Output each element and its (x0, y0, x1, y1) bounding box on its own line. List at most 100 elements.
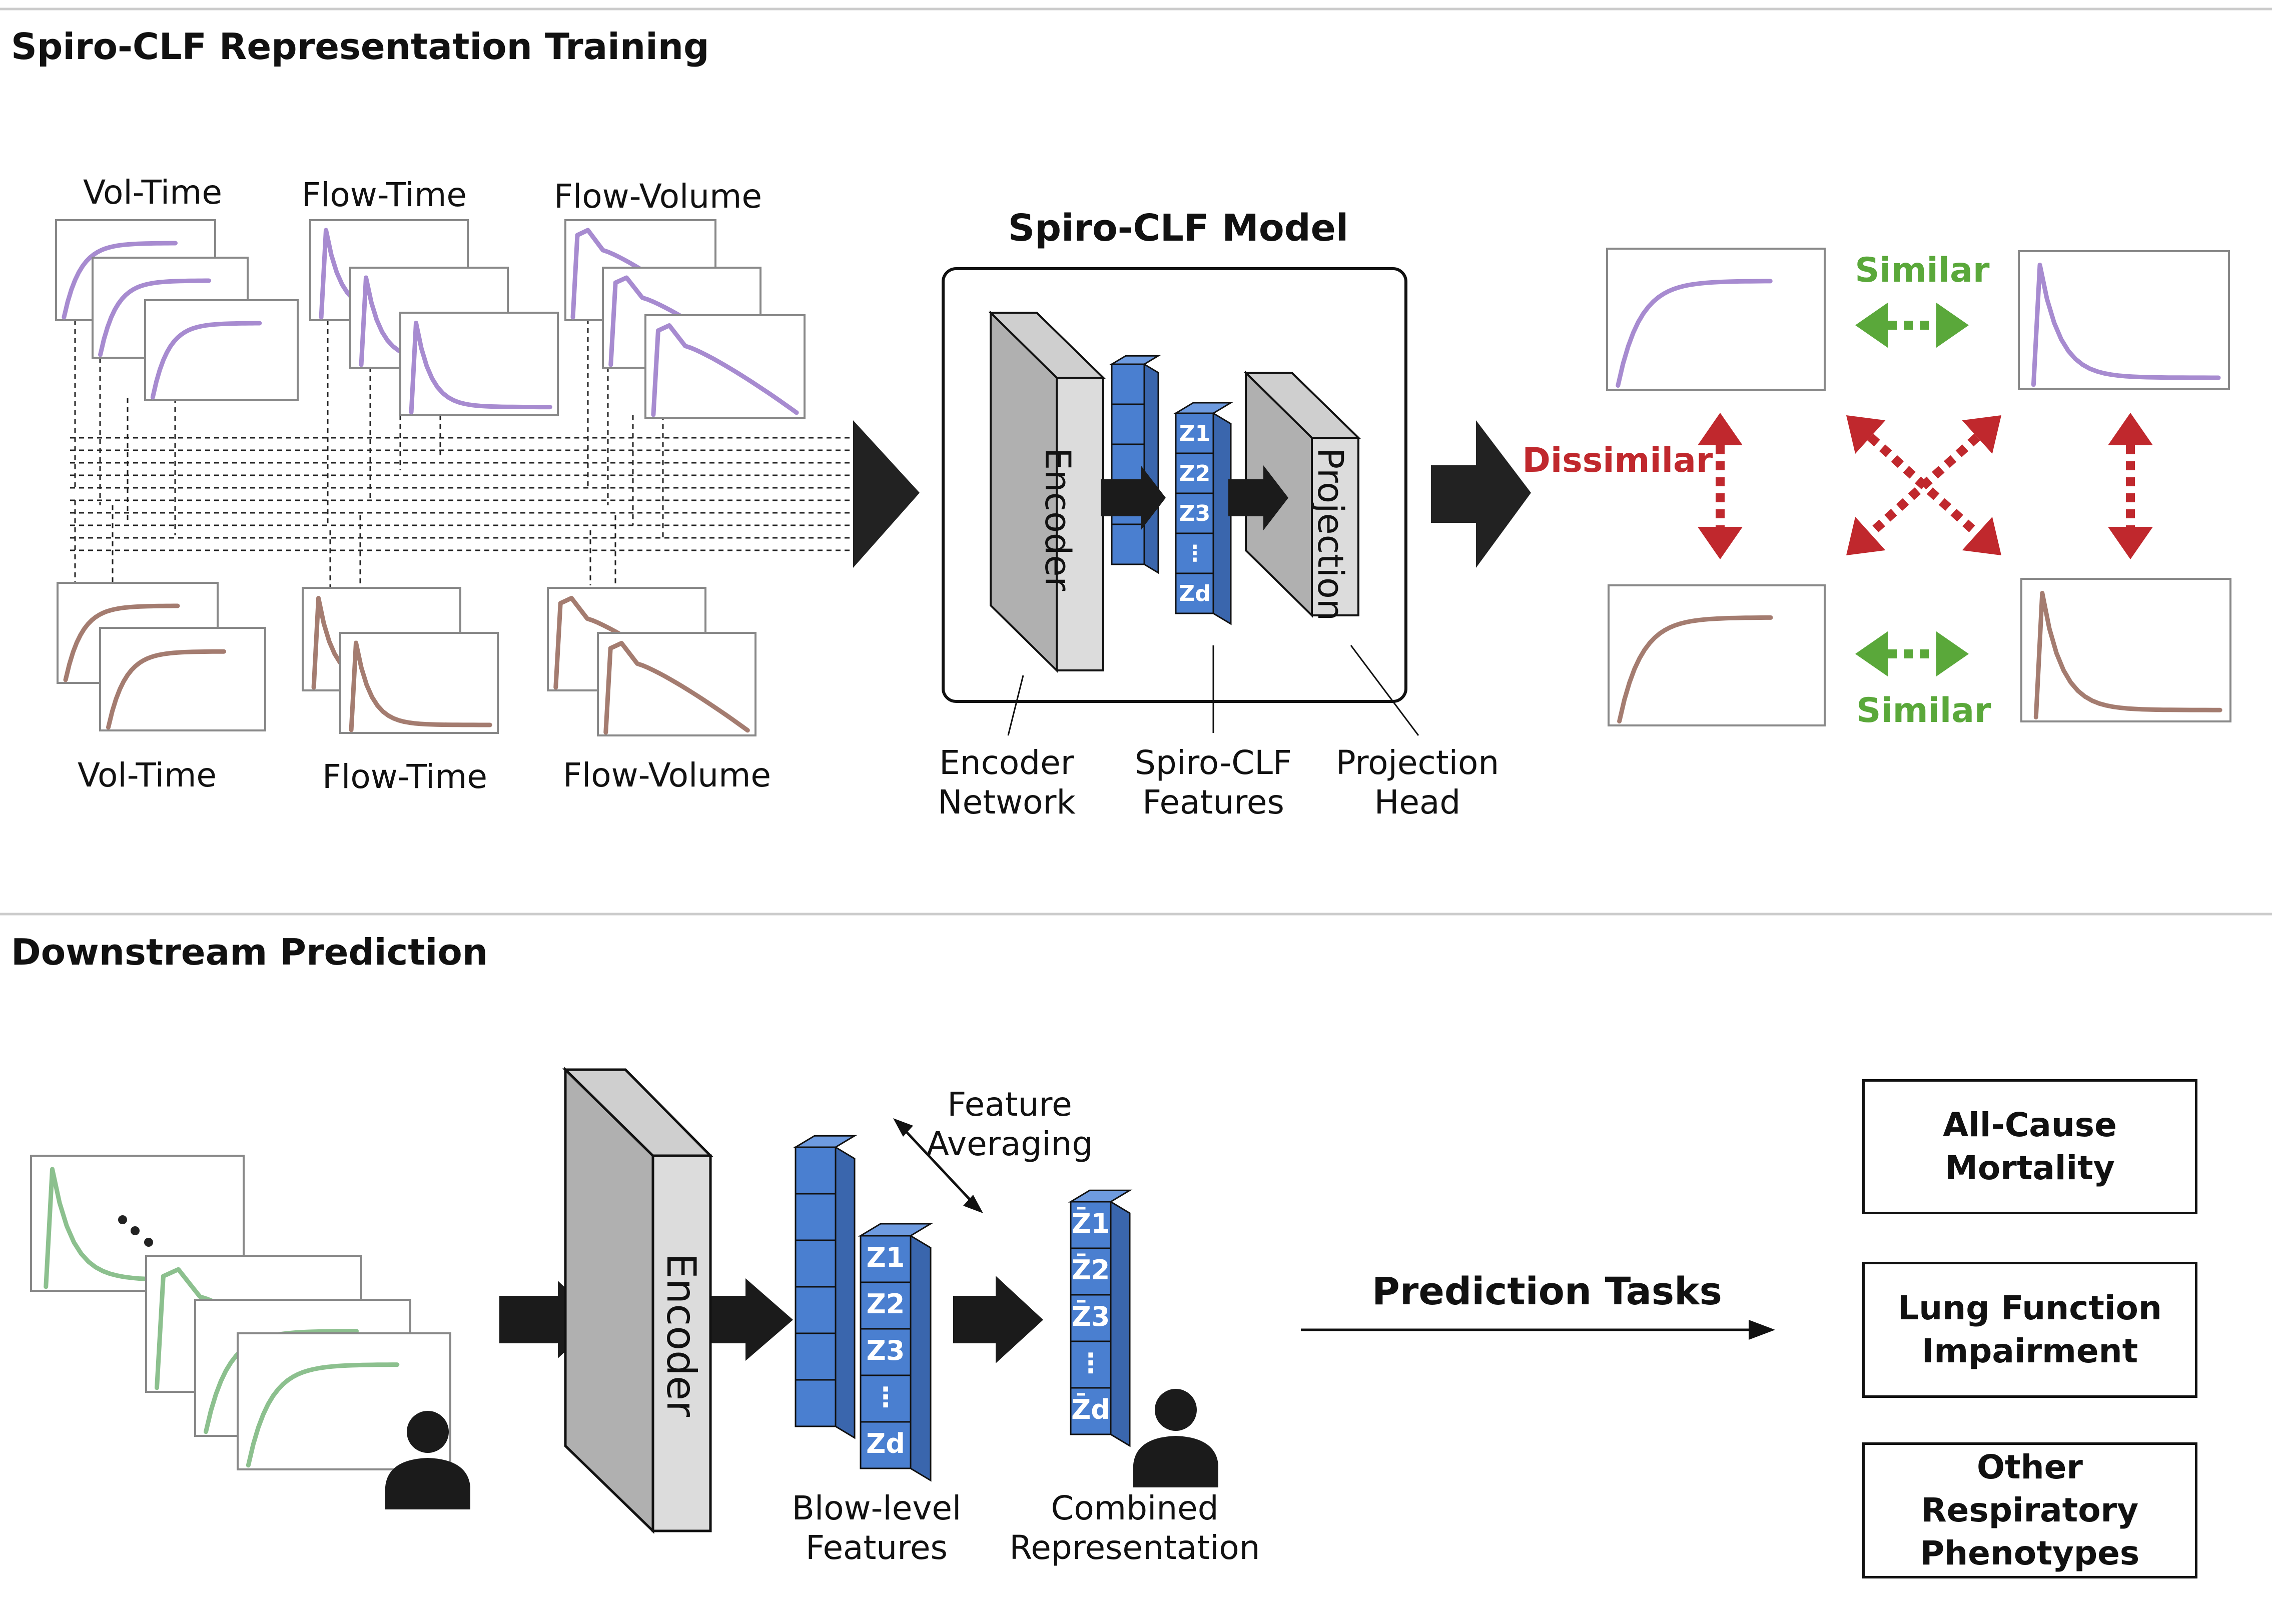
train-feature-back-top (1109, 355, 1161, 365)
down-arrow-3 (953, 1276, 1043, 1363)
contrast-voltime-brown-frame (1608, 584, 1826, 726)
plot-voltime-3-curve (150, 321, 262, 400)
train-feature-symbol-4: Zd (1179, 581, 1210, 606)
feature-averaging-label: Feature Averaging (926, 1085, 1093, 1164)
dissimilar-arrow-right-head-b (2108, 527, 2153, 559)
input-label-vol-time-bottom: Vol-Time (77, 756, 217, 794)
down-person-2-body (1133, 1436, 1218, 1487)
contrast-flowtime-purple-curve (2031, 263, 2221, 387)
dissimilar-label: Dissimilar (1522, 441, 1713, 480)
projection-leader (1350, 645, 1419, 736)
train-feature-back-cell-4 (1111, 523, 1145, 565)
input-arrow-head (853, 420, 920, 568)
train-feature-back-cell-2 (1111, 443, 1145, 485)
down-feature-back-cell-0 (795, 1146, 837, 1195)
down-feature-symbol-2: Z3 (867, 1335, 905, 1366)
input-label-flow-volume-bottom: Flow-Volume (562, 756, 772, 794)
plot-flowtime-b2-frame (339, 632, 499, 734)
plot-flowtime-3-curve (409, 321, 552, 415)
similar-arrow-bottom-head-b (1936, 631, 1969, 676)
dissimilar-arrow-diag-2-head-b (1846, 517, 1886, 555)
contrast-voltime-brown-curve (1617, 615, 1773, 724)
down-combined-symbol-1: Z̄2 (1072, 1254, 1110, 1286)
down-ellipsis-dot-2 (144, 1238, 153, 1247)
down-feature-back-cell-4 (795, 1332, 837, 1381)
dissimilar-arrow-diag-1-head-a (1846, 415, 1886, 454)
encoder-network-label: Encoder Network (938, 743, 1076, 822)
task-other-respiratory-phenotypes: Other Respiratory Phenotypes (1862, 1442, 2197, 1578)
spiro-clf-features-label: Spiro-CLF Features (1134, 743, 1292, 822)
plot-voltime-b2-curve (106, 649, 226, 730)
input-label-flow-time-bottom: Flow-Time (322, 757, 487, 796)
plot-flowtime-b2-curve (349, 640, 492, 732)
down-feature-symbol-4: Zd (866, 1428, 905, 1459)
down-plot-4-frame (237, 1332, 451, 1470)
plot-flowvol-b2-curve (603, 641, 750, 735)
down-ellipsis-dot-0 (118, 1215, 127, 1224)
train-feature-symbol-2: Z3 (1179, 501, 1211, 526)
train-feature-symbol-1: Z2 (1179, 461, 1211, 486)
dissimilar-arrow-left-head-b (1698, 527, 1743, 559)
plot-voltime-b1-curve (63, 603, 180, 682)
train-arrow-enc-to-feat (1101, 465, 1166, 530)
down-ellipsis-dot-1 (131, 1226, 140, 1235)
train-feature-front-side (1212, 412, 1232, 625)
train-arrow-feat-to-proj (1228, 465, 1288, 530)
dissimilar-arrow-diag-2-shaft (1867, 433, 1980, 537)
task-lung-function-impairment: Lung Function Impairment (1862, 1262, 2197, 1398)
down-feature-back-cell-1 (795, 1193, 837, 1241)
down-plot-4-curve (246, 1362, 400, 1468)
down-feature-front-side (910, 1234, 932, 1482)
dissimilar-arrow-diag-1-head-b (1962, 517, 2001, 555)
train-encoder-top (988, 312, 1106, 379)
down-feature-back-cell-3 (795, 1286, 837, 1334)
down-combined-symbol-4: Z̄d (1071, 1393, 1110, 1425)
down-person-2-head (1155, 1389, 1197, 1431)
plot-flowvol-3-curve (651, 323, 799, 417)
contrast-voltime-purple-curve (1616, 279, 1773, 388)
dissimilar-arrow-diag-2-head-a (1962, 415, 2001, 454)
down-combined-side (1110, 1200, 1131, 1447)
section-title-training: Spiro-CLF Representation Training (11, 26, 709, 68)
contrast-flowtime-purple-frame (2018, 250, 2230, 390)
task-all-cause-mortality: All-Cause Mortality (1862, 1079, 2197, 1214)
similar-arrow-top-head-b (1936, 303, 1969, 348)
contrast-voltime-purple-frame (1606, 248, 1826, 391)
dissimilar-arrow-left-head-a (1698, 413, 1743, 445)
down-combined-symbol-3: ⋮ (1077, 1347, 1104, 1379)
similar-arrow-top-head-a (1855, 303, 1888, 348)
train-feature-symbol-3: ⋮ (1184, 541, 1206, 566)
model-output-arrow (1431, 420, 1531, 568)
projection-head-label: Projection Head (1335, 743, 1499, 822)
similar-label-bottom: Similar (1856, 691, 1991, 730)
downstream-encoder-label: Encoder (658, 1253, 704, 1417)
section-title-downstream: Downstream Prediction (11, 931, 488, 973)
similar-label-top: Similar (1855, 251, 1990, 290)
down-feature-back-cell-2 (795, 1239, 837, 1288)
prediction-arrow-head (1749, 1320, 1775, 1340)
down-encoder-top (562, 1068, 713, 1157)
down-feature-back-top (793, 1135, 858, 1148)
contrast-flowtime-brown-frame (2020, 578, 2231, 722)
input-label-flow-time-top: Flow-Time (302, 176, 467, 214)
down-feature-front-top (858, 1223, 934, 1237)
down-combined-symbol-0: Z̄1 (1072, 1207, 1110, 1239)
down-feature-symbol-3: ⋮ (872, 1381, 899, 1413)
train-feature-front-top (1173, 402, 1234, 414)
prediction-tasks-label: Prediction Tasks (1372, 1269, 1722, 1313)
down-feature-back-side (835, 1146, 856, 1439)
encoder-leader (1007, 675, 1024, 736)
model-title: Spiro-CLF Model (1008, 207, 1349, 250)
down-feature-symbol-1: Z2 (867, 1288, 905, 1320)
dissimilar-arrow-right-head-a (2108, 413, 2153, 445)
train-feature-back-side (1143, 363, 1159, 574)
train-feature-symbol-0: Z1 (1179, 421, 1211, 446)
train-projection-top (1243, 372, 1361, 439)
down-person-1-head (407, 1411, 449, 1453)
plot-voltime-1-curve (62, 241, 178, 320)
contrast-flowtime-brown-curve (2033, 591, 2222, 719)
down-arrow-2 (710, 1278, 793, 1361)
input-label-flow-volume-top: Flow-Volume (553, 177, 763, 216)
similar-arrow-bottom-head-a (1855, 631, 1888, 676)
